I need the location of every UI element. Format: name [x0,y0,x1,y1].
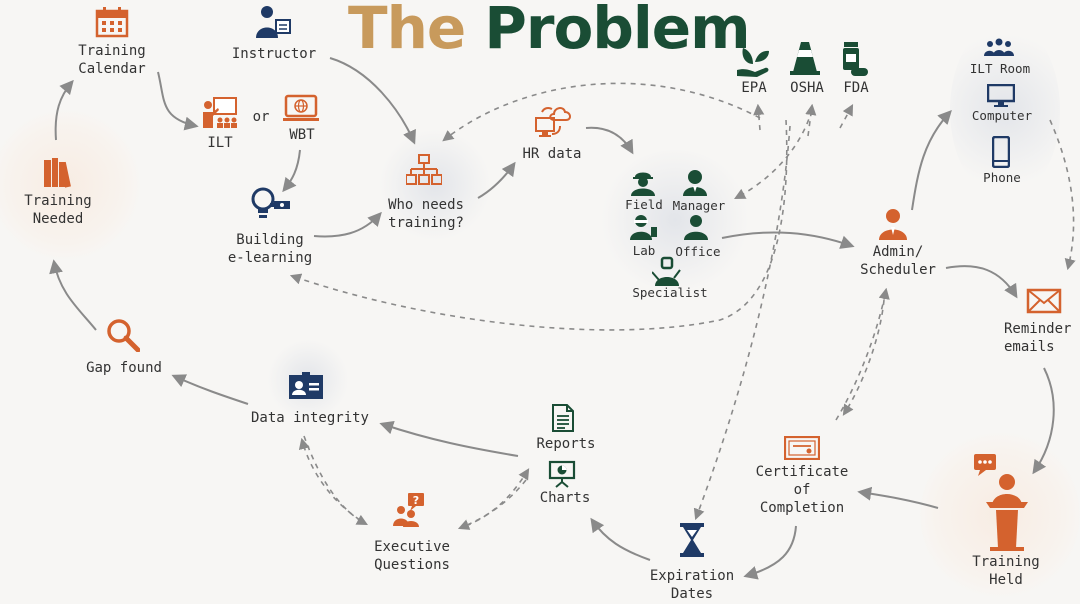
arrow-wbt-building [282,149,301,193]
podium-speaker-icon [974,454,1028,551]
arrow-who-hr [477,161,516,199]
label-wbt: WBT [289,127,315,143]
hourglass-icon [680,523,704,557]
report-document-icon [552,404,574,432]
label-building-elearning: Building e-learning [227,232,313,266]
label-data-integrity: Data integrity [250,410,369,426]
computer-icon [987,84,1015,107]
label-computer: Computer [971,108,1033,123]
phone-icon [992,136,1010,168]
label-manager: Manager [672,198,726,213]
devices-glow [950,20,1060,200]
calendar-icon [95,7,129,38]
dashed-devices-reminder [1049,119,1076,271]
certificate-icon [784,436,820,460]
label-executive-questions: Executive Questions [374,539,450,573]
dashed-integrity-exec [303,435,368,526]
title-word-the: The [348,0,466,62]
id-card-icon [289,372,323,399]
arrow-held-cert [857,486,939,509]
lab-worker-icon [630,215,657,240]
specialist-icon [652,256,681,286]
label-who-needs-training: Who needs training? [388,197,464,231]
osha-cone-icon [790,42,820,75]
label-phone: Phone [983,170,1021,185]
wbt-monitor-icon [283,94,319,121]
ilt-room-icon [984,38,1014,56]
manager-icon [683,170,707,196]
arrow-reports-integrity [379,420,519,457]
label-instructor: Instructor [231,46,317,62]
dashed-regs-building [289,119,788,331]
dashed-exec-charts [465,468,530,527]
label-training-needed: Training Needed [24,193,92,227]
dashed-regs-who [442,82,761,142]
label-charts: Charts [539,490,591,506]
page-title: The Problem [348,0,751,62]
fda-pills-icon [843,42,868,76]
label-or: or [252,109,270,125]
arrow-reminder-held [1032,367,1055,475]
label-gap-found: Gap found [86,360,162,376]
arrow-instructor-who [329,57,416,145]
chart-presentation-icon [548,460,576,488]
title-word-problem: Problem [484,0,750,62]
label-office: Office [675,244,721,259]
label-osha: OSHA [790,80,824,96]
admin-scheduler-icon [879,209,907,240]
dashed-regs-expiration [693,125,791,521]
books-icon [44,158,71,188]
arrow-gap-needed [49,259,97,331]
dashed-to-fda [839,104,854,129]
svg-text:?: ? [413,494,419,507]
org-chart-icon [406,154,442,185]
label-field: Field [625,197,663,212]
label-ilt: ILT [207,135,233,151]
arrow-integrity-gap [171,374,249,405]
arrow-admin-reminder [945,265,1018,299]
label-reminder-emails: Reminder emails [1004,321,1072,355]
roles-glow [600,150,750,290]
dashed-admin-cert [842,299,885,416]
label-hr-data: HR data [522,146,582,162]
label-fda: FDA [843,80,869,96]
arrow-expiration-charts [590,517,651,561]
arrow-needed-calendar [54,79,74,141]
dashed-regs-manager [734,109,813,200]
label-training-calendar: Training Calendar [78,43,146,77]
envelope-icon [1026,288,1062,314]
arrow-building-who [313,211,382,238]
epa-plant-icon [737,48,769,77]
arrow-cert-expiration [743,525,797,580]
executive-question-icon: ? [393,493,424,527]
lightbulb-icon [251,187,290,218]
label-specialist: Specialist [632,285,708,300]
label-lab: Lab [632,243,656,258]
arrow-office-admin [721,231,855,249]
arrow-calendar-ilt [157,71,199,131]
label-reports: Reports [536,436,596,452]
instructor-icon [256,6,291,38]
hr-data-icon [535,107,571,137]
dashed-to-epa [753,103,765,131]
label-training-held: Training Held [972,554,1040,588]
dashed-exec-integrity [298,437,361,521]
arrow-hr-roles [585,126,634,155]
field-worker-icon [631,172,655,196]
label-admin-scheduler: Admin/ Scheduler [860,244,936,278]
office-worker-icon [684,215,708,240]
label-ilt-room: ILT Room [969,61,1031,76]
dashed-cert-admin [835,287,890,421]
arrow-admin-devices [911,109,952,211]
label-epa: EPA [741,80,767,96]
label-expiration-dates: Expiration Dates [649,568,735,602]
ilt-classroom-icon [203,97,237,128]
magnifier-icon [107,319,140,352]
label-certificate-of-completion: Certificate of Completion [755,464,849,516]
